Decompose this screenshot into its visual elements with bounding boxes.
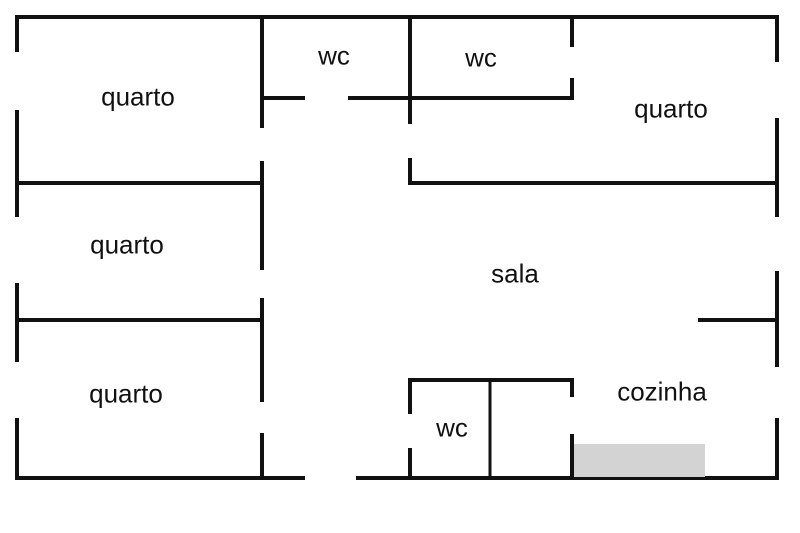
walls <box>15 15 779 480</box>
room-label-sala: sala <box>491 258 539 289</box>
room-label-wc: wc <box>465 42 497 73</box>
room-label-quarto: quarto <box>101 81 175 112</box>
room-label-cozinha: cozinha <box>617 376 707 407</box>
room-label-quarto: quarto <box>634 93 708 124</box>
room-label-wc: wc <box>436 412 468 443</box>
kitchen-counter <box>574 444 705 477</box>
room-label-quarto: quarto <box>90 229 164 260</box>
room-label-wc: wc <box>318 40 350 71</box>
room-label-quarto: quarto <box>89 378 163 409</box>
